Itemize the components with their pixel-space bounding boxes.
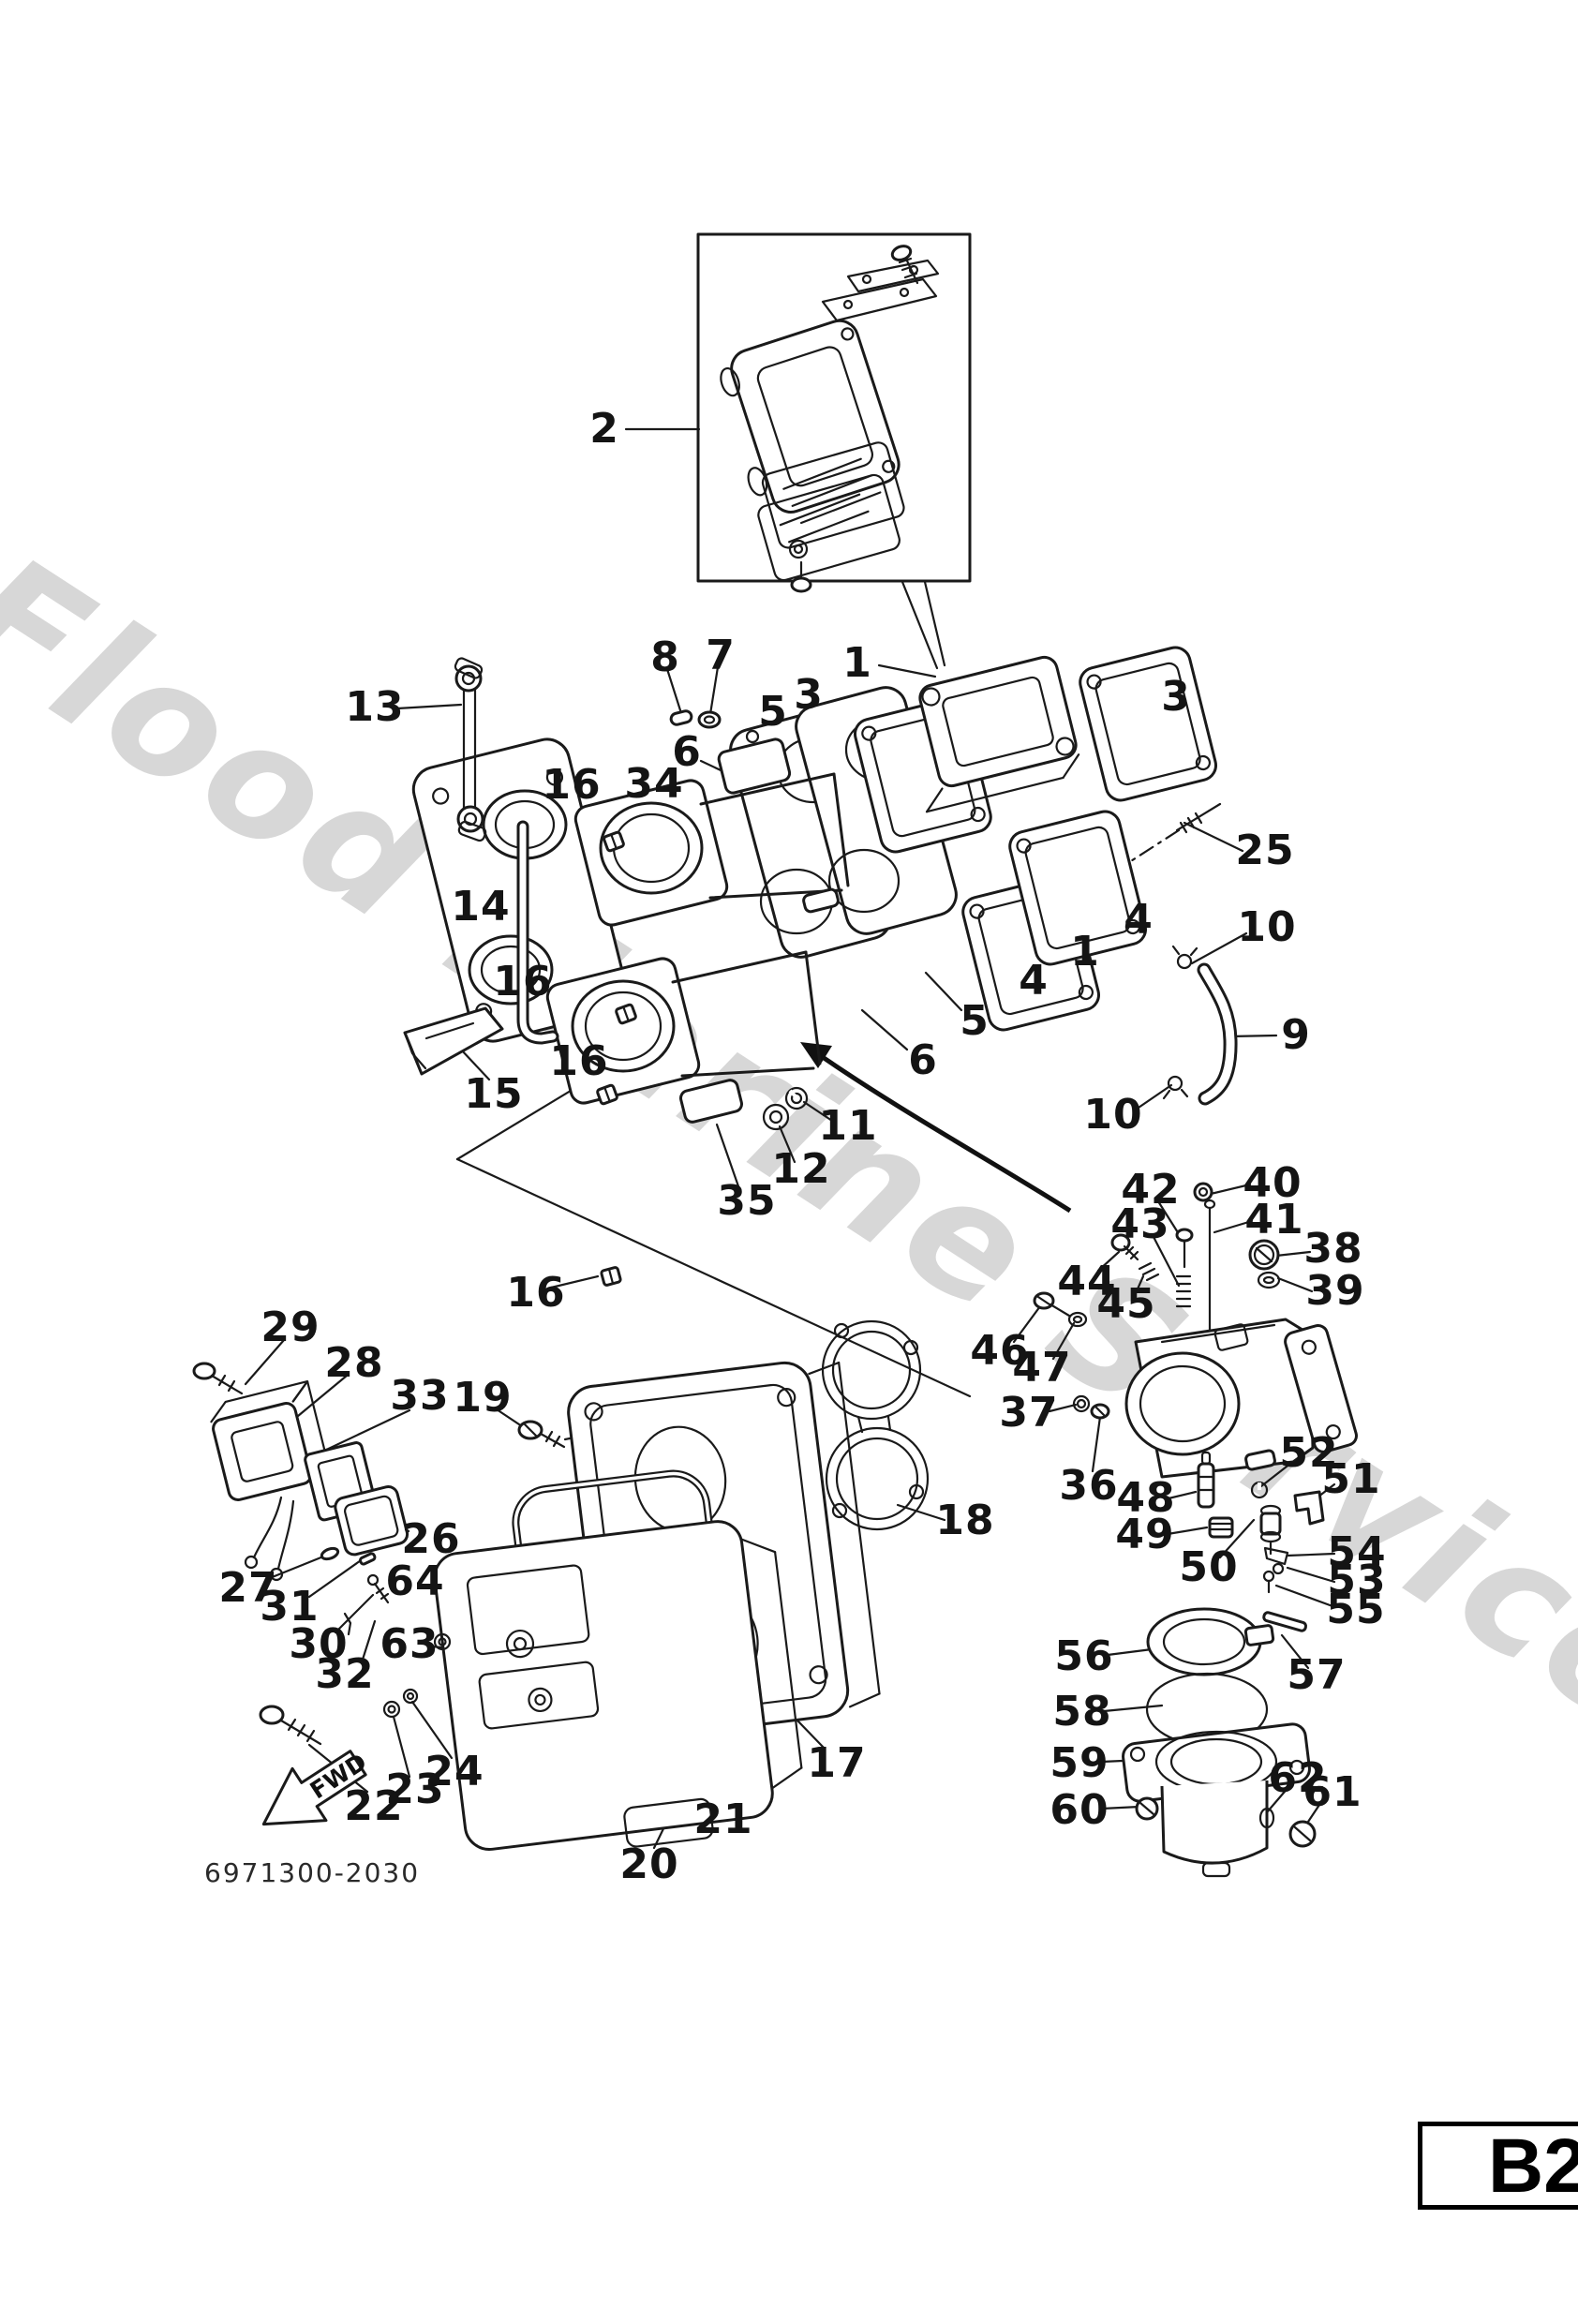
linkage-and-fittings bbox=[403, 657, 1238, 1287]
part-label-9: 9 bbox=[1281, 1011, 1311, 1059]
part-label-13: 13 bbox=[345, 683, 405, 731]
part-label-21: 21 bbox=[693, 1795, 753, 1843]
part-label-56: 56 bbox=[1054, 1632, 1114, 1680]
part-label-45: 45 bbox=[1096, 1280, 1156, 1328]
part-label-54: 54 bbox=[1327, 1528, 1387, 1576]
drawing-number: 6971300-2030 bbox=[204, 1857, 421, 1888]
part-label-4: 4 bbox=[1019, 957, 1049, 1005]
part-label-60: 60 bbox=[1050, 1786, 1109, 1834]
part-label-57: 57 bbox=[1287, 1651, 1347, 1699]
carburetor-upper bbox=[573, 729, 850, 927]
part-label-48: 48 bbox=[1116, 1474, 1176, 1522]
part-label-52: 52 bbox=[1279, 1429, 1339, 1477]
part-label-59: 59 bbox=[1050, 1739, 1109, 1787]
page-code-box: B2 bbox=[1418, 2122, 1578, 2210]
part-label-2: 2 bbox=[589, 405, 619, 453]
part-label-53: 53 bbox=[1327, 1557, 1387, 1604]
part-label-3: 3 bbox=[1161, 673, 1191, 721]
part-label-24: 24 bbox=[424, 1748, 484, 1795]
part-label-11: 11 bbox=[818, 1102, 878, 1150]
part-label-63: 63 bbox=[380, 1620, 439, 1668]
part-label-26: 26 bbox=[401, 1515, 461, 1563]
part-label-35: 35 bbox=[717, 1177, 777, 1225]
part-label-18: 18 bbox=[935, 1497, 995, 1544]
part-label-62: 62 bbox=[1268, 1754, 1328, 1802]
manifold-gasket-double bbox=[821, 1319, 930, 1531]
part-label-58: 58 bbox=[1052, 1688, 1112, 1736]
part-label-7: 7 bbox=[706, 632, 736, 679]
part-label-33: 33 bbox=[390, 1372, 450, 1420]
part-label-15: 15 bbox=[464, 1070, 524, 1118]
part-label-40: 40 bbox=[1243, 1159, 1303, 1207]
part-label-44: 44 bbox=[1057, 1258, 1117, 1305]
silencer-assembly bbox=[192, 1361, 881, 1852]
part-label-64: 64 bbox=[385, 1557, 445, 1605]
part-label-28: 28 bbox=[324, 1339, 384, 1387]
part-label-27: 27 bbox=[218, 1564, 278, 1612]
part-label-23: 23 bbox=[385, 1765, 445, 1813]
page-code: B2 bbox=[1488, 2123, 1578, 2209]
detail-pointer-lines bbox=[455, 1040, 1072, 1398]
part-label-30: 30 bbox=[289, 1620, 349, 1668]
part-label-41: 41 bbox=[1244, 1196, 1304, 1244]
part-label-38: 38 bbox=[1303, 1225, 1363, 1273]
part-label-16: 16 bbox=[493, 958, 553, 1006]
part-label-20: 20 bbox=[619, 1840, 679, 1888]
part-label-25: 25 bbox=[1235, 827, 1295, 874]
part-label-36: 36 bbox=[1059, 1462, 1119, 1510]
reed-valve-assemblies bbox=[854, 646, 1217, 1032]
part-label-39: 39 bbox=[1305, 1267, 1365, 1315]
part-label-47: 47 bbox=[1012, 1344, 1072, 1392]
part-label-43: 43 bbox=[1110, 1200, 1170, 1248]
part-label-3: 3 bbox=[794, 671, 824, 719]
carburetor-detail bbox=[1033, 1182, 1358, 1878]
part-label-31: 31 bbox=[260, 1583, 320, 1631]
part-label-37: 37 bbox=[999, 1389, 1059, 1437]
part-label-6: 6 bbox=[908, 1036, 938, 1084]
part-label-16: 16 bbox=[542, 761, 602, 809]
part-label-61: 61 bbox=[1303, 1768, 1362, 1816]
part-label-12: 12 bbox=[771, 1145, 831, 1193]
part-label-14: 14 bbox=[451, 883, 511, 931]
part-label-16: 16 bbox=[506, 1269, 566, 1317]
part-label-29: 29 bbox=[261, 1304, 320, 1351]
part-label-17: 17 bbox=[807, 1739, 867, 1787]
arrowhead bbox=[800, 1042, 832, 1068]
part-label-55: 55 bbox=[1326, 1586, 1386, 1633]
part-label-51: 51 bbox=[1321, 1455, 1381, 1503]
part-label-34: 34 bbox=[624, 760, 684, 808]
part-label-8: 8 bbox=[650, 633, 680, 681]
part-label-50: 50 bbox=[1179, 1543, 1239, 1591]
part-label-32: 32 bbox=[315, 1650, 375, 1698]
part-label-6: 6 bbox=[672, 728, 702, 776]
part-label-46: 46 bbox=[970, 1327, 1030, 1375]
part-label-5: 5 bbox=[960, 997, 990, 1045]
carburetor-lower bbox=[545, 950, 822, 1124]
part-label-5: 5 bbox=[758, 688, 788, 736]
part-label-42: 42 bbox=[1121, 1166, 1181, 1214]
reed-valve-kit-box bbox=[696, 232, 972, 593]
part-label-1: 1 bbox=[1070, 928, 1100, 976]
part-label-22: 22 bbox=[344, 1782, 404, 1830]
part-label-1: 1 bbox=[842, 639, 872, 687]
part-label-16: 16 bbox=[549, 1037, 609, 1085]
part-label-49: 49 bbox=[1115, 1511, 1175, 1558]
part-label-4: 4 bbox=[1124, 896, 1154, 944]
part-label-19: 19 bbox=[453, 1374, 513, 1422]
part-label-10: 10 bbox=[1083, 1091, 1143, 1139]
part-label-10: 10 bbox=[1237, 903, 1297, 951]
